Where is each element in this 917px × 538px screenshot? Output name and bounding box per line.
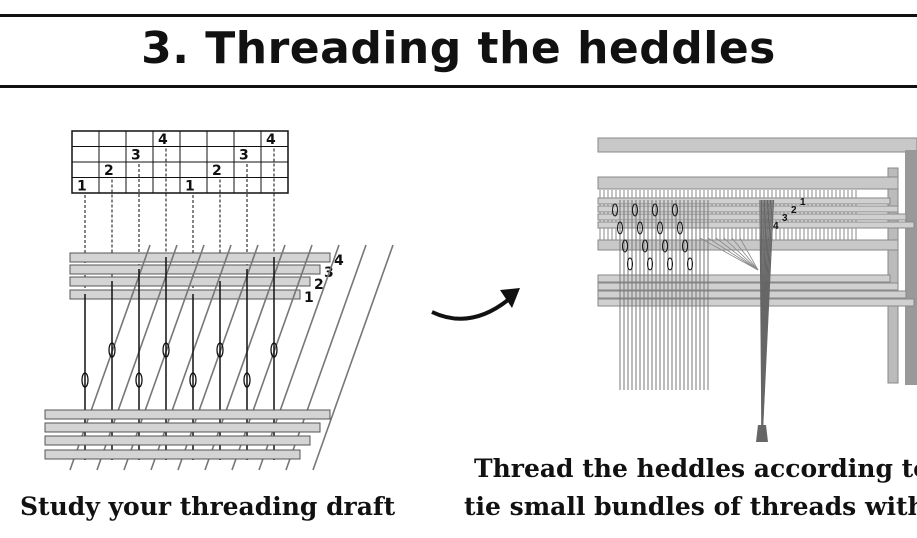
shaft-bar-right: [597, 205, 899, 213]
heddle-eye-right: [667, 257, 673, 271]
shaft-label-right: 4: [773, 221, 779, 232]
heddle-eye-right: [637, 221, 643, 235]
caption-right-line2: tie small bundles of threads with o: [464, 492, 917, 521]
lower-shaft-bar-right: [597, 298, 915, 307]
heddle-eye-right: [627, 257, 633, 271]
arrow-head-icon: [500, 288, 520, 308]
heddle-eye-right: [652, 203, 658, 217]
heddle-eye: [270, 342, 278, 358]
lower-shaft-bar: [44, 422, 321, 433]
heddle-eye-right: [617, 221, 623, 235]
thread-bundle: [761, 199, 775, 441]
draft-number: 4: [266, 132, 276, 148]
thread-bundle-fan: [731, 237, 759, 271]
loom-beam: [597, 239, 899, 251]
heddle-eye-right: [647, 257, 653, 271]
curved-arrow-icon: [431, 298, 510, 321]
shaft-label: 4: [334, 253, 344, 269]
shaft-label-right: 1: [800, 197, 806, 208]
lower-shaft-bar: [44, 449, 301, 460]
draft-number: 3: [131, 148, 141, 164]
heddle-eye-right: [612, 203, 618, 217]
lower-shaft-bar: [44, 409, 331, 420]
page-title: 3. Threading the heddles: [141, 23, 776, 74]
thread-bundle-fan: [739, 237, 759, 271]
shaft-label-right: 2: [791, 205, 797, 216]
loom-post: [905, 150, 917, 385]
draft-number: 1: [77, 179, 87, 195]
heddle-eye-right: [687, 257, 693, 271]
shaft-label-right: 3: [782, 213, 788, 224]
loom-beam: [597, 176, 899, 190]
heddle-eye-right: [662, 239, 668, 253]
heddle-eye-right: [622, 239, 628, 253]
draft-number: 2: [212, 163, 222, 179]
heddle-eye: [81, 372, 89, 388]
heddle-eye: [108, 342, 116, 358]
lower-shaft-bar-right: [597, 290, 907, 299]
heddle-eye: [189, 372, 197, 388]
caption-left: Study your threading draft: [20, 492, 396, 521]
heddle-eye: [162, 342, 170, 358]
lower-shaft-bar-right: [597, 282, 899, 291]
draft-number: 2: [104, 163, 114, 179]
draft-number: 4: [158, 132, 168, 148]
shaft-bar-right: [597, 197, 891, 205]
shaft-label: 2: [314, 277, 324, 293]
loom-top-beam: [597, 137, 917, 153]
lower-shaft-bar-right: [597, 274, 891, 283]
draft-number: 1: [185, 179, 195, 195]
heddle-eye: [243, 372, 251, 388]
warp-thread: [312, 244, 394, 471]
thread-bundle-fan: [707, 237, 759, 271]
thread-bundle-fan: [715, 237, 759, 271]
heddle-eye-right: [657, 221, 663, 235]
heddle-eye: [135, 372, 143, 388]
heddle-eye-right: [642, 239, 648, 253]
shaft-bar-right: [597, 213, 907, 221]
shaft-bar-right: [597, 221, 915, 229]
heddle-eye-right: [632, 203, 638, 217]
thread-bundle-fan: [699, 237, 759, 271]
thread-bundle-fan: [723, 237, 759, 271]
title-bar: 3. Threading the heddles: [0, 14, 917, 88]
lower-shaft-bar: [44, 435, 311, 446]
shaft-label: 1: [304, 290, 314, 306]
draft-number: 3: [239, 148, 249, 164]
heddle-eye: [216, 342, 224, 358]
caption-right-line1: Thread the heddles according to y: [474, 454, 917, 483]
bundle-tail: [756, 425, 768, 442]
heddle-eye-right: [677, 221, 683, 235]
heddle-eye-right: [672, 203, 678, 217]
heddle-eye-right: [682, 239, 688, 253]
